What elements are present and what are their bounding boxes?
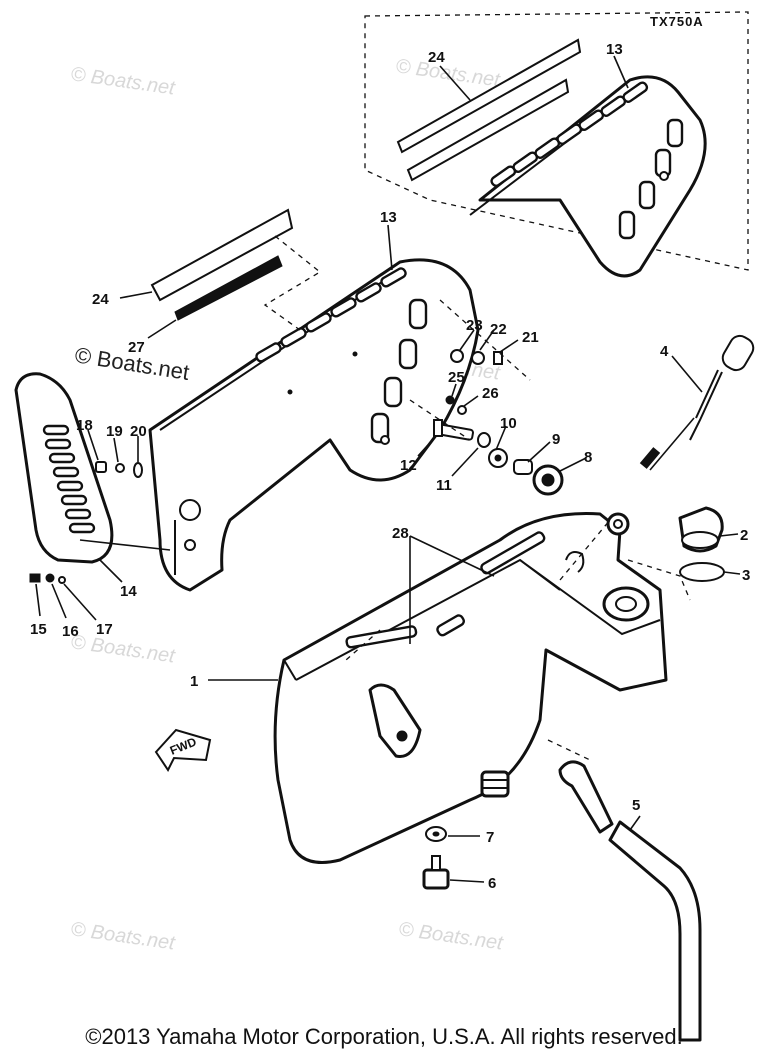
callout-3: 3 bbox=[742, 567, 750, 584]
watermark: © Boats.net bbox=[69, 631, 177, 668]
breather-hose: 5 bbox=[558, 760, 702, 1042]
callout-21: 21 bbox=[522, 329, 539, 346]
oil-tank: 1 bbox=[190, 512, 668, 864]
callout-28-group: 28 bbox=[392, 525, 495, 644]
callout-26: 26 bbox=[482, 385, 499, 402]
callout-10: 10 bbox=[500, 415, 517, 432]
dipstick: 4 bbox=[639, 334, 755, 471]
callout-28: 28 bbox=[392, 525, 409, 542]
callout-15: 15 bbox=[30, 621, 47, 638]
inset-emblem: 24 bbox=[396, 38, 582, 182]
callout-14: 14 bbox=[120, 583, 137, 600]
callout-2: 2 bbox=[740, 527, 748, 544]
callout-24-inset: 24 bbox=[428, 49, 445, 66]
assembly-lines bbox=[345, 299, 611, 761]
callout-12: 12 bbox=[400, 457, 417, 474]
variant-inset: TX750A 24 13 bbox=[364, 11, 749, 278]
callout-9: 9 bbox=[552, 431, 560, 448]
hardware-15-17: 15 16 17 bbox=[29, 573, 113, 640]
hardware-8-12: 12 11 10 9 8 bbox=[400, 415, 592, 496]
callout-27: 27 bbox=[128, 339, 145, 356]
watermark: © Boats.net bbox=[69, 918, 177, 955]
callout-20: 20 bbox=[130, 423, 147, 440]
watermark: © Boats.net bbox=[394, 55, 502, 92]
callout-19: 19 bbox=[106, 423, 123, 440]
callout-13-inset: 13 bbox=[606, 41, 623, 58]
callout-13: 13 bbox=[380, 209, 397, 226]
hardware-18-20: 18 19 20 bbox=[76, 417, 147, 478]
callout-6: 6 bbox=[488, 875, 496, 892]
watermark: © Boats.net bbox=[69, 63, 177, 100]
callout-17: 17 bbox=[96, 621, 113, 638]
callout-25: 25 bbox=[448, 369, 465, 386]
copyright-notice: ©2013 Yamaha Motor Corporation, U.S.A. A… bbox=[85, 1024, 683, 1049]
inset-side-cover: 13 bbox=[469, 41, 707, 278]
drain-hardware: 7 6 bbox=[422, 826, 496, 892]
emblem-group: 24 27 bbox=[92, 208, 322, 356]
hardware-21-26: 23 22 21 25 26 bbox=[445, 317, 539, 415]
callout-18: 18 bbox=[76, 417, 93, 434]
watermark: © Boats.net bbox=[397, 918, 505, 955]
callout-23: 23 bbox=[466, 317, 483, 334]
callout-5: 5 bbox=[632, 797, 640, 814]
callout-24: 24 bbox=[92, 291, 109, 308]
callout-4: 4 bbox=[660, 343, 669, 360]
callout-16: 16 bbox=[62, 623, 79, 640]
callout-22: 22 bbox=[490, 321, 507, 338]
variant-label: TX750A bbox=[650, 14, 704, 29]
callout-11: 11 bbox=[436, 477, 452, 494]
filler-cap: 2 3 bbox=[627, 506, 750, 601]
callout-8: 8 bbox=[584, 449, 592, 466]
callout-1: 1 bbox=[190, 673, 198, 690]
fwd-arrow-icon: FWD bbox=[154, 728, 212, 772]
side-cover: 13 bbox=[148, 209, 480, 592]
side-emblem-plate: 14 bbox=[14, 372, 171, 600]
callout-7: 7 bbox=[486, 829, 494, 846]
